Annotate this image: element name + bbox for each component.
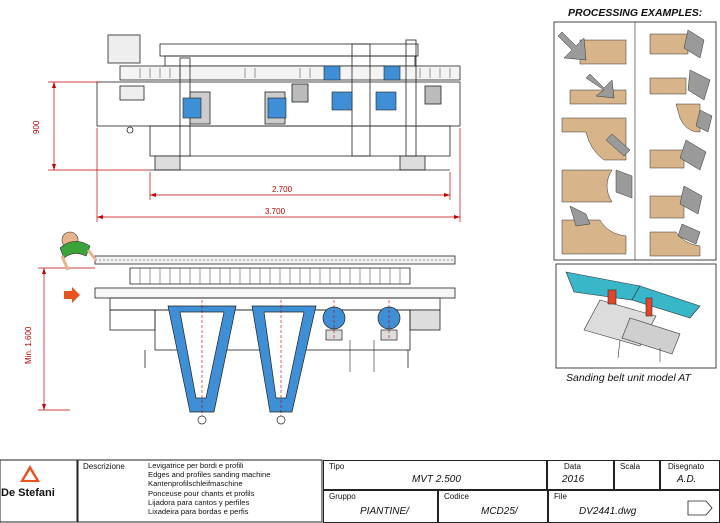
file-icon [687, 500, 713, 516]
processing-examples-left [557, 31, 633, 255]
gruppo-field: Gruppo PIANTINE/ [323, 490, 438, 523]
descrizione-line: Levigatrice per bordi e profili [148, 461, 244, 470]
data-value: 2016 [562, 474, 585, 485]
dimension-min-width: Min. 1.600 [24, 326, 33, 364]
descrizione-line: Lijadora para cantos y perfiles [148, 497, 250, 507]
title-block-frame [0, 459, 323, 523]
codice-field: Codice MCD25/ [438, 490, 548, 523]
codice-value: MCD25/ [481, 506, 518, 517]
gruppo-value: PIANTINE/ [360, 506, 409, 517]
tipo-field: Tipo MVT 2.500 [323, 460, 547, 490]
dimension-length-inner: 2.700 [272, 185, 293, 194]
descrizione-label: Descrizione [83, 462, 125, 471]
descrizione-line: Ponceuse pour chants et profils [148, 488, 255, 498]
feed-direction-arrow [64, 287, 80, 303]
disegnato-label: Disegnato [668, 462, 705, 471]
tipo-value: MVT 2.500 [412, 474, 461, 485]
company-logo-icon [20, 465, 40, 482]
descrizione-line: Edges and profiles sanding machine [148, 470, 271, 480]
disegnato-field: Disegnato A.D. [660, 460, 720, 490]
file-value: DV2441.dwg [579, 506, 637, 517]
sanding-belt-unit-illustration [565, 271, 701, 362]
tipo-label: Tipo [329, 462, 345, 471]
file-field: File DV2441.dwg [548, 490, 720, 523]
side-view-motors [182, 65, 401, 119]
sanding-belt-caption: Sanding belt unit model AT [566, 372, 691, 384]
unit-centerlines [201, 300, 390, 416]
company-logo-text: De Stefani [1, 487, 55, 499]
dimension-height: 900 [32, 120, 41, 134]
belt-units-top-view [167, 305, 401, 425]
scala-field: Scala [614, 460, 660, 490]
disegnato-value: A.D. [677, 474, 697, 485]
processing-examples-title: PROCESSING EXAMPLES: [568, 7, 703, 19]
descrizione-line: Lixadeira para bordas e perfis [148, 507, 249, 517]
descrizione-line: Kantenprofilschleifmaschine [148, 479, 243, 489]
operator-figure [59, 231, 98, 271]
dimension-lines [38, 81, 461, 411]
gruppo-label: Gruppo [329, 492, 356, 501]
data-field: Data 2016 [547, 460, 614, 490]
processing-examples-right [649, 29, 713, 257]
file-label: File [554, 492, 567, 501]
descrizione-text: Levigatrice per bordi e profili Edges an… [148, 461, 270, 516]
scala-label: Scala [620, 462, 641, 471]
dimension-length-total: 3.700 [265, 207, 286, 216]
codice-label: Codice [444, 492, 469, 501]
data-label: Data [564, 462, 581, 471]
